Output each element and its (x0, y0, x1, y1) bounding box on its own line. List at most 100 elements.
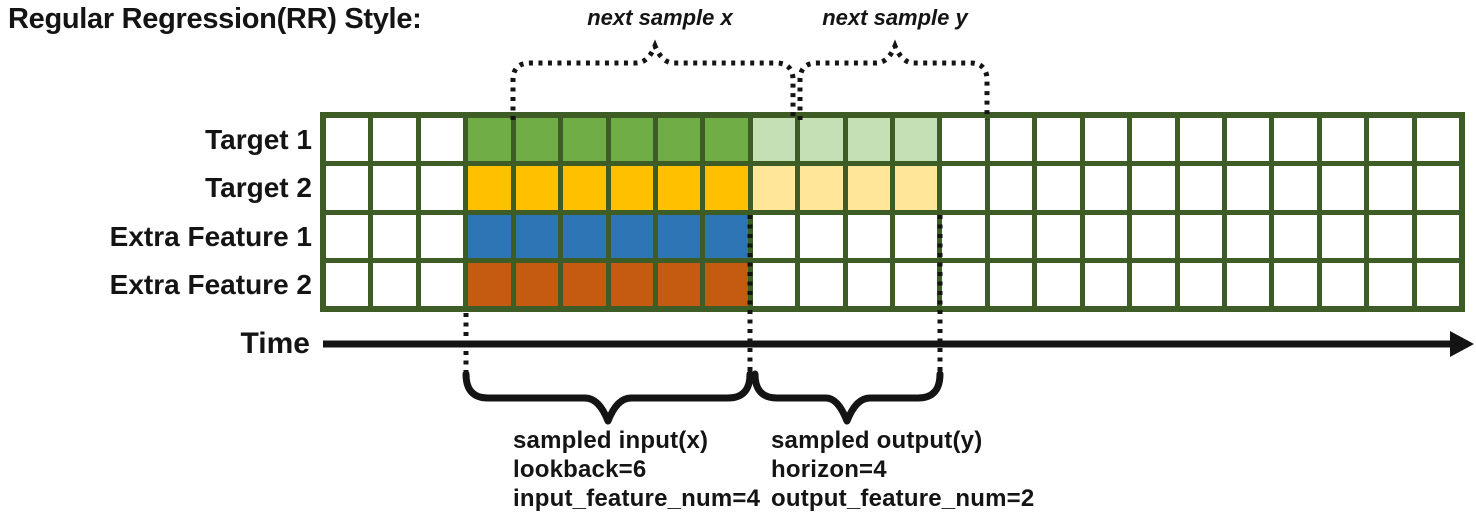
grid-cell (989, 118, 1033, 162)
grid-cell (942, 166, 985, 210)
grid-cell (895, 262, 938, 306)
grid-cell (1037, 262, 1080, 306)
grid-cell (420, 166, 464, 210)
grid-cell (468, 214, 511, 258)
grid-cell (657, 166, 701, 210)
grid-cell (847, 166, 890, 210)
grid-cell (800, 262, 843, 306)
grid-cell (420, 214, 464, 258)
grid-cell (1084, 166, 1128, 210)
grid-cell (752, 118, 796, 162)
grid-cell (1369, 118, 1412, 162)
grid-cell (373, 214, 416, 258)
grid-cell (373, 166, 416, 210)
grid-cell (705, 118, 748, 162)
grid-cell (1132, 166, 1175, 210)
grid-cell (1179, 262, 1222, 306)
grid-cell (515, 166, 559, 210)
grid-cell (1179, 214, 1222, 258)
sampled-output-brace (751, 370, 944, 425)
next-sample-y-brace (797, 39, 990, 120)
grid-cell (563, 214, 606, 258)
grid-cell (1274, 214, 1317, 258)
grid-cell (1369, 262, 1412, 306)
grid-cell (1226, 118, 1270, 162)
grid-cell (989, 214, 1033, 258)
grid-cell (1321, 118, 1365, 162)
grid-cell (610, 214, 653, 258)
grid-cell (657, 262, 701, 306)
sampled-input-brace (462, 370, 754, 425)
grid-cell (468, 262, 511, 306)
grid-cell (657, 118, 701, 162)
grid-cell (847, 214, 890, 258)
grid-cell (1226, 214, 1270, 258)
grid-cell (1132, 262, 1175, 306)
grid-cell (1369, 214, 1412, 258)
row-label-1: Target 1 (205, 124, 312, 155)
grid-cell (752, 166, 796, 210)
time-axis-label: Time (240, 327, 310, 360)
grid-cell (895, 118, 938, 162)
grid-cell (515, 262, 559, 306)
grid-cell (1037, 214, 1080, 258)
grid-cell (1416, 118, 1459, 162)
grid-cell (942, 262, 985, 306)
grid-cell (1179, 118, 1222, 162)
grid-cell (1132, 214, 1175, 258)
sampled-input-line: sampled input(x) (513, 427, 709, 454)
next-sample-x-label: next sample x (587, 5, 733, 30)
grid-cell (1321, 214, 1365, 258)
grid-cell (989, 166, 1033, 210)
grid-cell (1274, 262, 1317, 306)
grid-cell (942, 214, 985, 258)
grid-cell (373, 262, 416, 306)
grid-cell (800, 214, 843, 258)
next-sample-y-label: next sample y (822, 5, 968, 30)
grid-cell (1037, 166, 1080, 210)
grid-cell (563, 262, 606, 306)
grid-cell (420, 118, 464, 162)
grid-cell (1132, 118, 1175, 162)
grid-cell (989, 262, 1033, 306)
grid-cell (1369, 166, 1412, 210)
grid-cell (1179, 166, 1222, 210)
grid-cell (1416, 214, 1459, 258)
grid-cell (468, 166, 511, 210)
grid-cell (515, 118, 559, 162)
sampled-output-line: output_feature_num=2 (771, 485, 1035, 512)
grid-cell (563, 166, 606, 210)
sampled-input-line: lookback=6 (513, 456, 647, 483)
grid-cell (1321, 262, 1365, 306)
grid-cell (847, 118, 890, 162)
grid-cell (1321, 166, 1365, 210)
grid-cell (610, 262, 653, 306)
grid-cell (800, 166, 843, 210)
grid-cell (705, 262, 748, 306)
row-label-4: Extra Feature 2 (109, 268, 312, 300)
grid-cell (373, 118, 416, 162)
next-sample-x-brace (510, 39, 796, 120)
grid-cell (468, 118, 511, 162)
grid-cell (1416, 262, 1459, 306)
sampled-input-line: input_feature_num=4 (513, 485, 761, 512)
row-label-3: Extra Feature 1 (109, 220, 312, 252)
grid-cell (1084, 262, 1128, 306)
timestep-grid (320, 112, 1465, 312)
grid-cell (420, 262, 464, 306)
grid-cell (1226, 166, 1270, 210)
time-axis-arrowhead (1450, 331, 1474, 357)
grid-cell (326, 262, 369, 306)
sampled-output-line: horizon=4 (771, 456, 887, 483)
grid-cell (895, 166, 938, 210)
grid-cell (847, 262, 890, 306)
grid-cell (1084, 118, 1128, 162)
grid-cell (705, 166, 748, 210)
grid-cell (1226, 262, 1270, 306)
grid-cell (1274, 166, 1317, 210)
grid-cell (326, 166, 369, 210)
grid-cell (1037, 118, 1080, 162)
row-label-2: Target 2 (205, 172, 312, 204)
